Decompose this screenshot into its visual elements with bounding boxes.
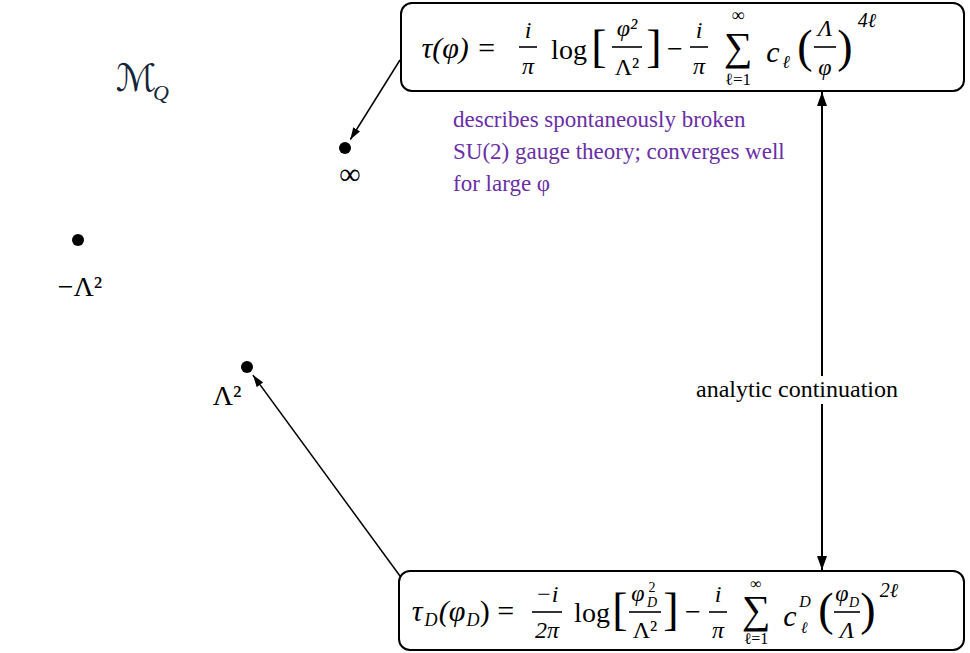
fraction-bar xyxy=(612,46,642,48)
formula-piece: φ xyxy=(631,581,644,605)
formula-piece: ] xyxy=(663,587,678,633)
fraction-bar xyxy=(629,611,661,613)
formula-piece: ∑ xyxy=(742,590,771,630)
formula-piece: π xyxy=(522,54,534,78)
formula-piece: Λ² xyxy=(633,618,658,642)
point-label: Λ² xyxy=(213,382,242,410)
formula-piece: c xyxy=(783,601,796,631)
moduli-sphere: ∞ −Λ² Λ² ℳQ xyxy=(12,40,404,432)
formula-piece: φ xyxy=(818,55,831,79)
formula-piece: D xyxy=(799,594,811,610)
region-disc: −Λ² xyxy=(14,158,166,310)
formula-piece: π xyxy=(693,54,705,78)
formula-piece: 2π xyxy=(535,618,559,642)
formula-piece: 2ℓ xyxy=(880,580,898,600)
formula-piece: 4ℓ xyxy=(858,10,876,30)
disc-fill xyxy=(15,159,165,309)
formula-piece: ) xyxy=(837,24,852,70)
sphere-shape xyxy=(12,40,404,432)
formula-piece: D xyxy=(647,596,657,610)
formula-box: τ(φ) =iπlog[φ²Λ²]−iπ∑∞ℓ=1cℓ(Λφ)4ℓ xyxy=(400,2,965,92)
formula-piece: log xyxy=(551,36,587,64)
formula-piece: ( xyxy=(818,587,833,633)
edge-label: analytic continuation xyxy=(692,376,902,404)
sphere-fill xyxy=(12,40,404,432)
connector-arrow xyxy=(350,60,400,140)
formula-piece: − xyxy=(667,35,683,63)
formula-piece: i xyxy=(525,18,532,42)
disc-fill xyxy=(298,55,458,215)
formula-piece: D xyxy=(425,611,438,629)
formula-piece: ℓ=1 xyxy=(744,631,769,647)
formula-piece: ∑ xyxy=(724,27,753,67)
connector-arrow xyxy=(821,92,823,570)
formula-piece: ∞ xyxy=(750,576,761,592)
formula-box: τD(φD) =−i2πlog[φ2DΛ²]−iπ∑∞ℓ=1cDℓ(φDΛ)2ℓ xyxy=(398,570,965,651)
formula-piece: [ xyxy=(612,587,627,633)
formula-piece: 2 xyxy=(649,581,656,595)
points xyxy=(72,142,351,373)
point-label: −Λ² xyxy=(58,273,103,301)
formula-piece: log xyxy=(574,599,610,627)
point-dot xyxy=(72,234,84,246)
formula-piece: τ xyxy=(412,596,423,626)
fraction-bar xyxy=(690,46,708,48)
connector-arrow xyxy=(253,375,400,576)
formula-piece: i xyxy=(715,582,722,606)
fraction-bar xyxy=(814,46,836,48)
formula-piece: [ xyxy=(591,24,606,70)
formula-piece: Λ xyxy=(818,16,833,40)
formula-piece: Λ xyxy=(840,618,855,642)
formula-piece: D xyxy=(849,596,859,610)
formula-piece: π xyxy=(712,618,724,642)
point-label: ∞ xyxy=(339,159,360,189)
fraction-bar xyxy=(834,611,860,613)
annotation: describes spontaneously broken SU(2) gau… xyxy=(453,104,805,200)
fraction-bar xyxy=(532,611,562,613)
formula-piece: ℓ=1 xyxy=(725,71,751,88)
formula-piece: ℓ xyxy=(782,53,790,71)
manifold-label: ℳ xyxy=(116,59,157,97)
formula-piece: i xyxy=(696,18,703,42)
disc-shape xyxy=(166,287,324,433)
formula-piece: ] xyxy=(646,24,661,70)
formula-piece: ( xyxy=(797,24,812,70)
formula-piece: − xyxy=(685,598,701,626)
formula-piece: φ² xyxy=(617,16,637,40)
region-disc: ∞ xyxy=(296,50,406,218)
point-dot xyxy=(241,361,253,373)
formula-piece: φ xyxy=(835,581,848,605)
formula-piece: ∞ xyxy=(732,6,745,24)
formula-piece: ) = xyxy=(480,596,514,626)
formula-piece: ℓ xyxy=(801,620,808,636)
region-disc: Λ² xyxy=(166,287,324,433)
formula-piece: Λ² xyxy=(615,55,640,79)
formula-piece: c xyxy=(766,37,779,67)
fraction-bar xyxy=(519,46,537,48)
formula-piece: ) xyxy=(860,587,875,633)
formula-piece: (φ xyxy=(439,596,466,626)
disc-fill xyxy=(167,288,323,444)
formula-piece: −i xyxy=(536,582,559,606)
point-dot xyxy=(339,142,351,154)
fraction-bar xyxy=(709,611,727,613)
manifold-label: Q xyxy=(153,82,169,104)
formula-piece: D xyxy=(467,611,480,629)
formula-piece: τ(φ) = xyxy=(421,33,496,63)
disc-shape xyxy=(296,50,406,218)
